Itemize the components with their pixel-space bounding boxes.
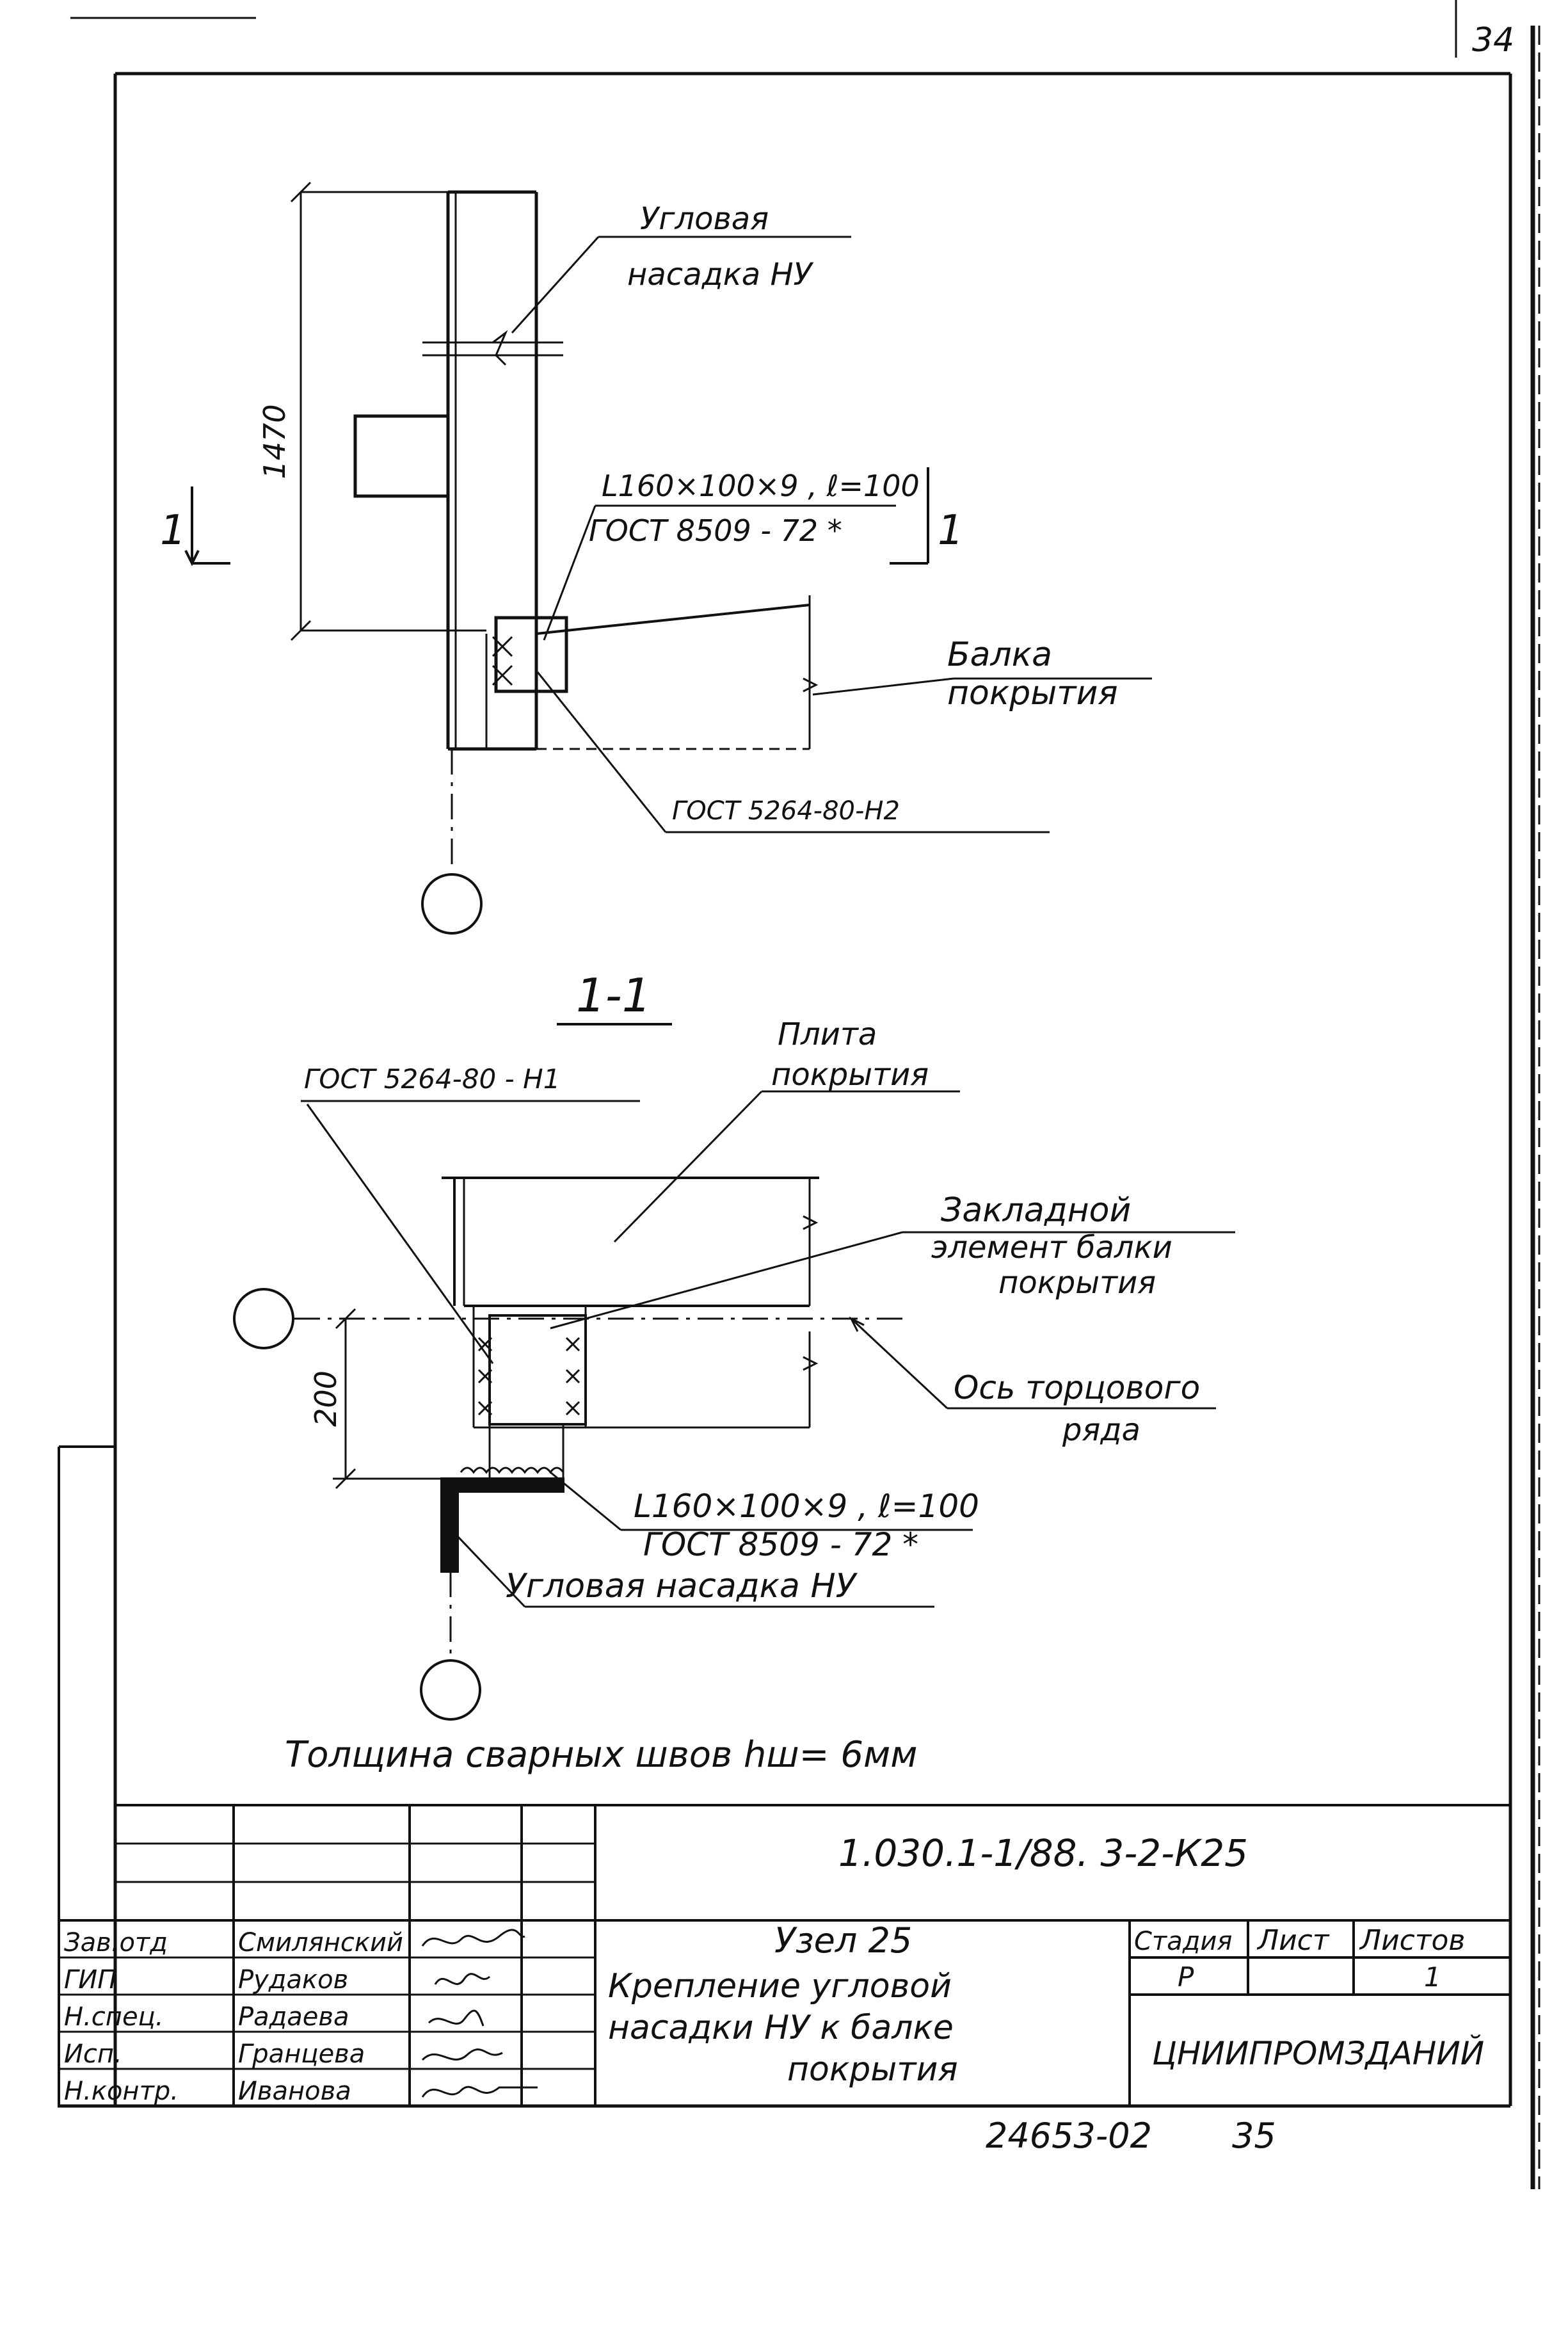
- label-weld-elevation: ГОСТ 5264-80-Н2: [672, 796, 900, 826]
- role-5: Н.контр.: [64, 2077, 179, 2106]
- axis-marker-left: [233, 1288, 294, 1349]
- label-beam-2: покрытия: [947, 674, 1118, 712]
- dimension-200-label: 200: [308, 1370, 343, 1427]
- name-3: Радаева: [238, 2002, 349, 2032]
- section-leaders: [301, 1090, 1235, 1608]
- role-2: ГИП: [64, 1965, 116, 1995]
- description-1: Крепление угловой: [608, 1967, 952, 2005]
- name-4: Гранцева: [238, 2039, 365, 2069]
- section-mark-right-label: 1: [938, 507, 964, 554]
- section-mark-right: [890, 467, 929, 565]
- label-axis-1: Ось торцового: [954, 1369, 1200, 1406]
- elevation-view: 1470: [160, 181, 1152, 935]
- section-mark-left-label: 1: [160, 507, 186, 554]
- left-plate: [353, 414, 450, 498]
- name-1: Смилянский: [238, 1928, 403, 1957]
- dimension-200: [333, 1308, 442, 1490]
- label-embed-1: Закладной: [941, 1191, 1131, 1230]
- roof-beam: [536, 595, 819, 750]
- label-axis-2: ряда: [1062, 1412, 1140, 1448]
- elevation-leaders: [511, 236, 1152, 833]
- dimension-1470: [290, 181, 486, 641]
- angle-element: [485, 616, 568, 749]
- dimension-1470-label: 1470: [257, 404, 292, 479]
- organization: ЦНИИПРОМЗДАНИЙ: [1152, 2034, 1484, 2072]
- label-embed-2: элемент балки: [931, 1230, 1172, 1266]
- node-number: Узел 25: [774, 1920, 912, 1961]
- section-view: 1-1: [233, 969, 1235, 1721]
- sheet-header: Лист: [1256, 1924, 1330, 1957]
- label-slab-2: покрытия: [771, 1057, 929, 1093]
- name-5: Иванова: [238, 2077, 351, 2106]
- stage-value: Р: [1178, 1961, 1194, 1993]
- name-2: Рудаков: [238, 1965, 348, 1995]
- label-corner-nozzle-section: Угловая насадка НУ: [506, 1567, 858, 1605]
- label-embed-3: покрытия: [998, 1265, 1156, 1301]
- label-slab-1: Плита: [778, 1017, 877, 1052]
- doc-code: 1.030.1-1/88. 3-2-К25: [838, 1831, 1248, 1875]
- label-angle-section-2: ГОСТ 8509 - 72 *: [643, 1526, 918, 1563]
- description-2: насадки НУ к балке: [608, 2009, 954, 2047]
- embedded-element: [472, 1306, 819, 1429]
- label-corner-nozzle-2: насадка НУ: [627, 257, 814, 293]
- signatures: [421, 1929, 538, 2098]
- corner-nozzle-column: [422, 190, 563, 751]
- bottom-number: 24653-02: [986, 2116, 1152, 2156]
- label-beam-1: Балка: [947, 636, 1052, 674]
- section-mark-left: [184, 486, 230, 567]
- role-1: Зав.отд: [64, 1928, 168, 1957]
- bottom-page: 35: [1232, 2116, 1276, 2156]
- label-angle-1: L160×100×9 , ℓ=100: [602, 469, 920, 503]
- label-angle-2: ГОСТ 8509 - 72 *: [589, 513, 842, 548]
- sheets-value: 1: [1424, 1961, 1441, 1993]
- description-3: покрытия: [787, 2050, 958, 2089]
- stage-header: Стадия: [1134, 1927, 1232, 1956]
- sheet-frame: [58, 0, 1540, 2189]
- title-block: [59, 1804, 1510, 2106]
- label-corner-nozzle-1: Угловая: [640, 201, 769, 237]
- sheets-header: Листов: [1359, 1924, 1465, 1957]
- weld-thickness-note: Толщина сварных швов hш= 6мм: [285, 1734, 917, 1776]
- axis-marker: [421, 873, 483, 935]
- role-3: Н.спец.: [64, 2002, 164, 2032]
- label-weld-section: ГОСТ 5264-80 - Н1: [304, 1063, 560, 1095]
- label-angle-section-1: L160×100×9 , ℓ=100: [634, 1488, 979, 1525]
- roof-slab: [442, 1177, 819, 1307]
- angle-section: [440, 1424, 564, 1573]
- role-4: Исп.: [64, 2039, 122, 2069]
- sheet-corner-number: 34: [1472, 21, 1514, 60]
- section-title: 1-1: [576, 969, 652, 1022]
- axis-marker-bottom: [420, 1659, 481, 1721]
